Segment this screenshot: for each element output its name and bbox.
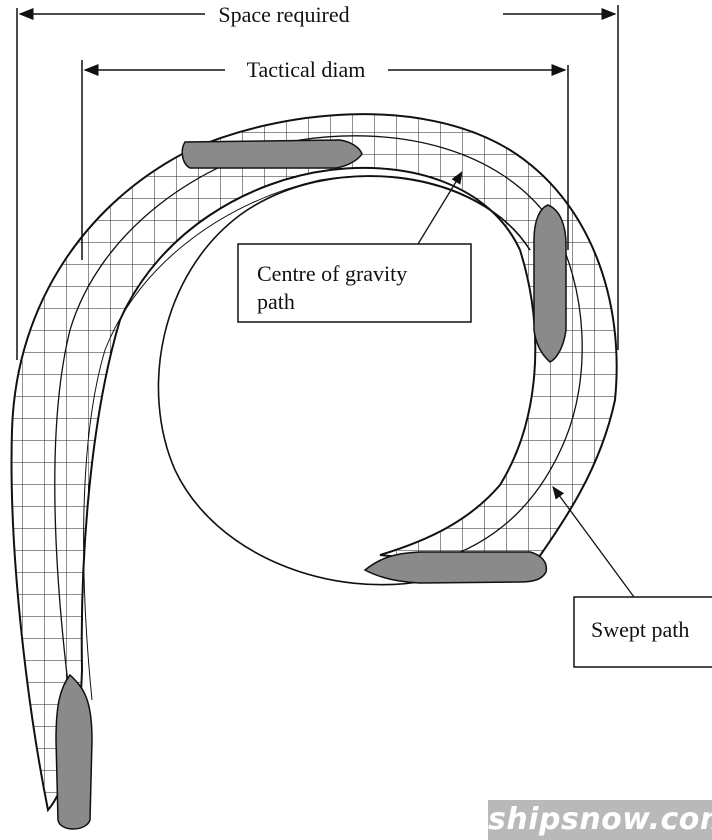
cog-callout-line1: Centre of gravity [257, 261, 407, 286]
ship-hull-end [363, 551, 548, 584]
cog-callout-leader [417, 170, 463, 245]
ship-hull-start [55, 673, 93, 830]
swept-path-callout-leader [552, 485, 635, 598]
swept-path-callout-box [573, 596, 712, 668]
tactical-diam-label: Tactical diam [247, 57, 366, 82]
ship-hull-right [533, 204, 567, 363]
swept-path-callout-label: Swept path [591, 617, 689, 642]
space-required-label: Space required [218, 2, 349, 27]
swept-path-band [10, 113, 618, 813]
centre-of-gravity-path [54, 135, 583, 701]
inner-track-line [83, 175, 531, 701]
watermark: shipsnow.com [488, 800, 712, 840]
ship-hull-top [181, 139, 363, 169]
turning-circle [157, 175, 531, 586]
cog-callout-line2: path [257, 289, 295, 314]
cog-callout-box [237, 243, 472, 323]
